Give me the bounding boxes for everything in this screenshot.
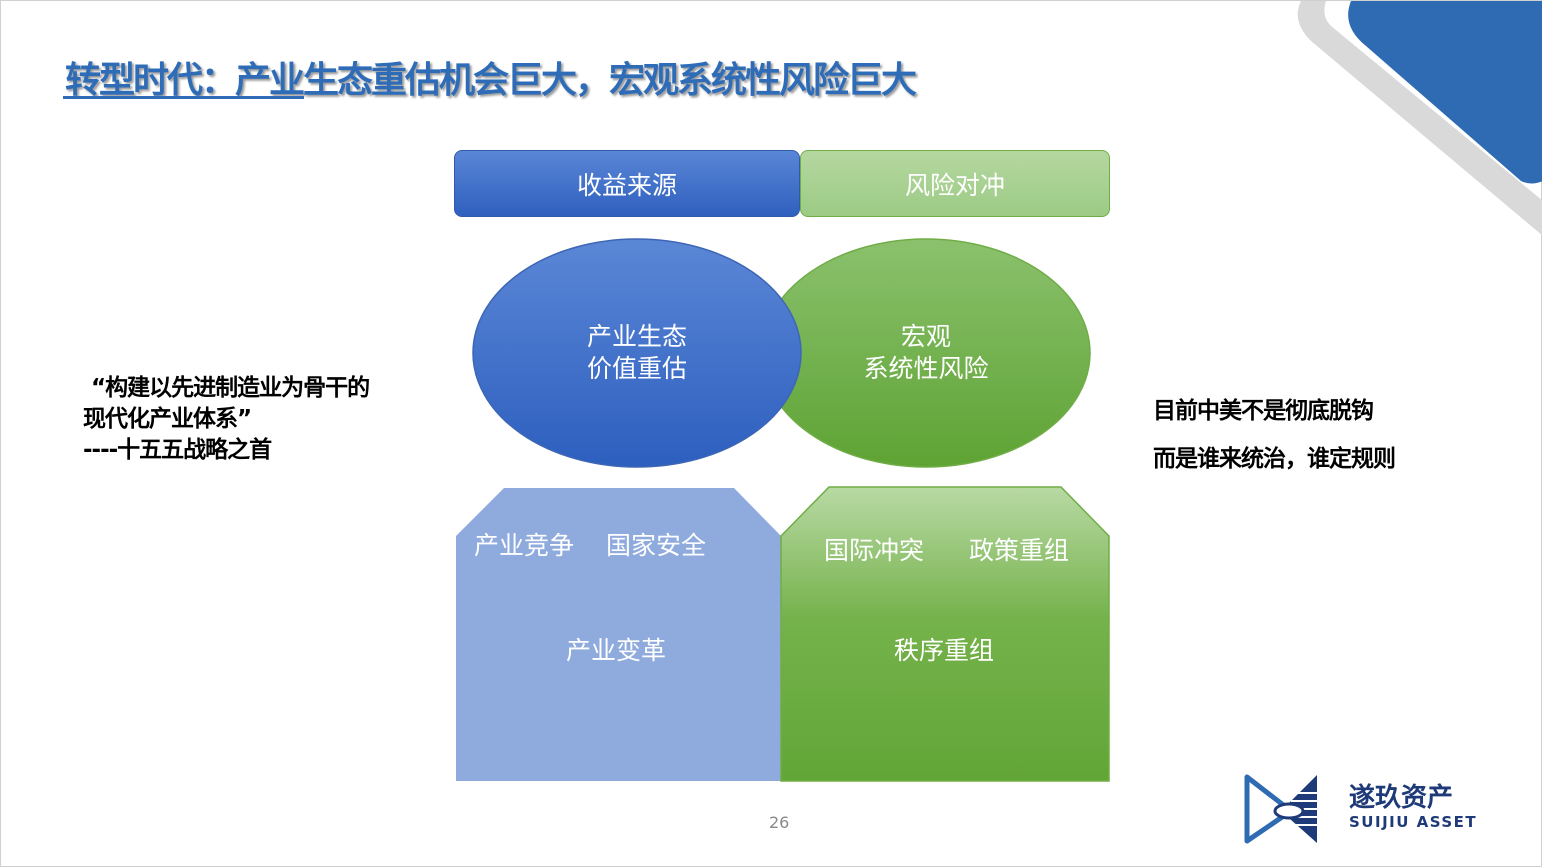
quote-line: 现代化产业体系”: [83, 406, 252, 432]
circle-line: 价值重估: [586, 354, 687, 383]
title-underline: [63, 96, 304, 99]
industry-box: [456, 488, 781, 781]
note-line: 目前中美不是彻底脱钩: [1153, 398, 1374, 424]
note-line: 而是谁来统治，谁定规则: [1153, 446, 1396, 472]
logo-cn-text: 遂玖资产: [1349, 783, 1454, 813]
value-circle: [472, 238, 802, 468]
circle-line: 系统性风险: [863, 354, 989, 383]
label-policy-restructure: 政策重组: [969, 536, 1070, 565]
header-revenue-source: 收益来源: [454, 150, 800, 217]
label-order-restructure: 秩序重组: [894, 636, 995, 665]
quote-line: ----十五五战略之首: [83, 437, 272, 463]
logo-icon: [1244, 774, 1317, 844]
logo-en-text: SUIJIU ASSET: [1349, 813, 1478, 831]
risk-circle-text: 宏观 系统性风险: [826, 321, 1026, 385]
page-title: 转型时代：产业生态重估机会巨大，宏观系统性风险巨大: [65, 60, 917, 101]
label-international-conflict: 国际冲突: [824, 536, 925, 565]
right-note: 目前中美不是彻底脱钩 而是谁来统治，谁定规则: [1153, 387, 1396, 483]
label-industry-competition: 产业竞争: [474, 531, 575, 560]
strategy-quote: “构建以先进制造业为骨干的 现代化产业体系” ----十五五战略之首: [83, 373, 370, 466]
page-number: 26: [769, 813, 790, 832]
label-industry-reform: 产业变革: [566, 636, 667, 665]
label-national-security: 国家安全: [606, 531, 707, 560]
header-risk-hedge: 风险对冲: [800, 150, 1110, 217]
corner-decoration: [1297, 1, 1542, 236]
company-logo: 遂玖资产 SUIJIU ASSET: [1241, 771, 1491, 851]
quote-line: “构建以先进制造业为骨干的: [91, 375, 370, 401]
circle-line: 宏观: [900, 322, 951, 351]
order-box: [780, 486, 1110, 782]
value-circle-text: 产业生态 价值重估: [537, 321, 737, 385]
circle-line: 产业生态: [586, 322, 687, 351]
